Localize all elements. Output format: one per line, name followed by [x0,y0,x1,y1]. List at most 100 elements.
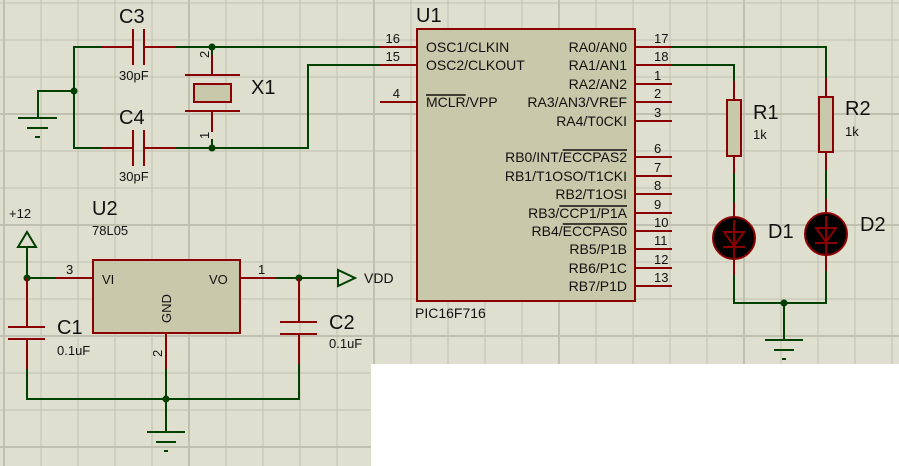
pin-number: 15 [386,49,400,64]
junction-dot [208,43,216,51]
pin-number: 9 [654,197,661,212]
u2-pin-2-number: 2 [150,350,165,357]
junction-dot [780,299,788,307]
u1-right-pins: 17RA0/AN018RA1/AN11RA2/AN22RA3/AN3/VREF3… [505,31,672,294]
pin-number: 8 [654,178,661,193]
pin-number: 13 [654,270,668,285]
d2-ref-label: D2 [860,214,886,236]
pin-number: 1 [654,68,661,83]
c4-value-label: 30pF [119,169,149,184]
c2-value-label: 0.1uF [329,336,362,351]
r2-value-label: 1k [845,124,859,139]
led-d2[interactable]: D2 [804,199,886,272]
u2-ref-label: U2 [92,198,118,220]
pin-number: 18 [654,49,668,64]
pin-name: RB6/P1C [569,260,627,276]
canvas-background-lower [0,364,371,466]
crystal-oscillator-section: C3 30pF C4 30pF X1 2 1 [18,6,381,184]
pin-number: 4 [393,86,400,101]
junction-dot [70,87,78,95]
junction-dot [208,144,216,152]
u2-part-label: 78L05 [92,223,128,238]
led-section: R1 1k R2 1k D1 D2 [712,78,886,360]
pin-name: MCLR/VPP [426,94,498,110]
wire-osc2 [175,64,381,149]
pin-name: OSC2/CLKOUT [426,57,525,73]
led-d1[interactable]: D1 [712,203,794,276]
pin-number: 12 [654,252,668,267]
pin-name: RB4/ECCPAS0 [532,223,628,239]
ground-symbol [18,117,57,138]
ground-symbol [147,431,185,452]
c3-value-label: 30pF [119,68,149,83]
regulator-u2[interactable]: U2 78L05 3 1 2 VI VO GND [56,198,277,370]
power-arrow-icon [337,268,358,288]
pin-number: 10 [654,215,668,230]
pin-name: RB2/T1OSI [555,186,627,202]
capacitor-c2[interactable]: C2 0.1uF [280,278,362,365]
r1-ref-label: R1 [753,102,779,124]
capacitor-c4[interactable]: C4 30pF [102,107,176,184]
pin-name: RB1/T1OSO/T1CKI [505,168,627,184]
c2-ref-label: C2 [329,312,355,334]
c1-ref-label: C1 [57,317,83,339]
pin-number: 17 [654,31,668,46]
u2-pin-1-number: 1 [258,262,265,277]
power-supply-section: +12 C1 0.1uF U2 78L05 3 1 2 VI VO GND [8,198,394,452]
r2-ref-label: R2 [845,98,871,120]
power-output-label: VDD [364,270,394,286]
resistor-r2[interactable]: R2 1k [818,78,871,171]
x1-pin-1-label: 1 [197,132,212,139]
pin-name: RA1/AN1 [569,57,628,73]
wire-ra0-r2 [671,46,827,79]
pin-name: OSC1/CLKIN [426,39,509,55]
pin-name: RA2/AN2 [569,76,628,92]
crystal-x1[interactable]: X1 2 1 [185,51,275,139]
d1-ref-label: D1 [768,221,794,243]
pin-name: RA3/AN3/VREF [527,94,627,110]
pin-name: RB3/CCP1/P1A [528,205,627,221]
power-terminal-12v[interactable]: +12 [9,206,38,279]
resistor-r1[interactable]: R1 1k [726,81,779,174]
pin-number: 11 [654,233,668,248]
u1-part-label: PIC16F716 [415,305,486,321]
u1-ref-label: U1 [416,5,442,27]
wire-led-ground [733,271,827,304]
capacitor-c3[interactable]: C3 30pF [102,6,176,83]
capacitor-c1[interactable]: C1 0.1uF [8,278,90,370]
pin-number: 3 [654,105,661,120]
c1-value-label: 0.1uF [57,343,90,358]
x1-pin-2-label: 2 [197,51,212,58]
pin-name: RB5/P1B [569,241,627,257]
u2-pin-gnd-label: GND [159,294,174,323]
wire-ra1-r1 [671,64,735,82]
u2-pin-3-number: 3 [66,262,73,277]
junction-dot [162,395,170,403]
power-input-label: +12 [9,206,31,221]
power-terminal-vdd[interactable]: VDD [337,268,394,288]
pin-name: RB0/INT/ECCPAS2 [505,149,627,165]
pin-name: RA4/T0CKI [556,113,627,129]
power-arrow-icon [16,230,38,248]
